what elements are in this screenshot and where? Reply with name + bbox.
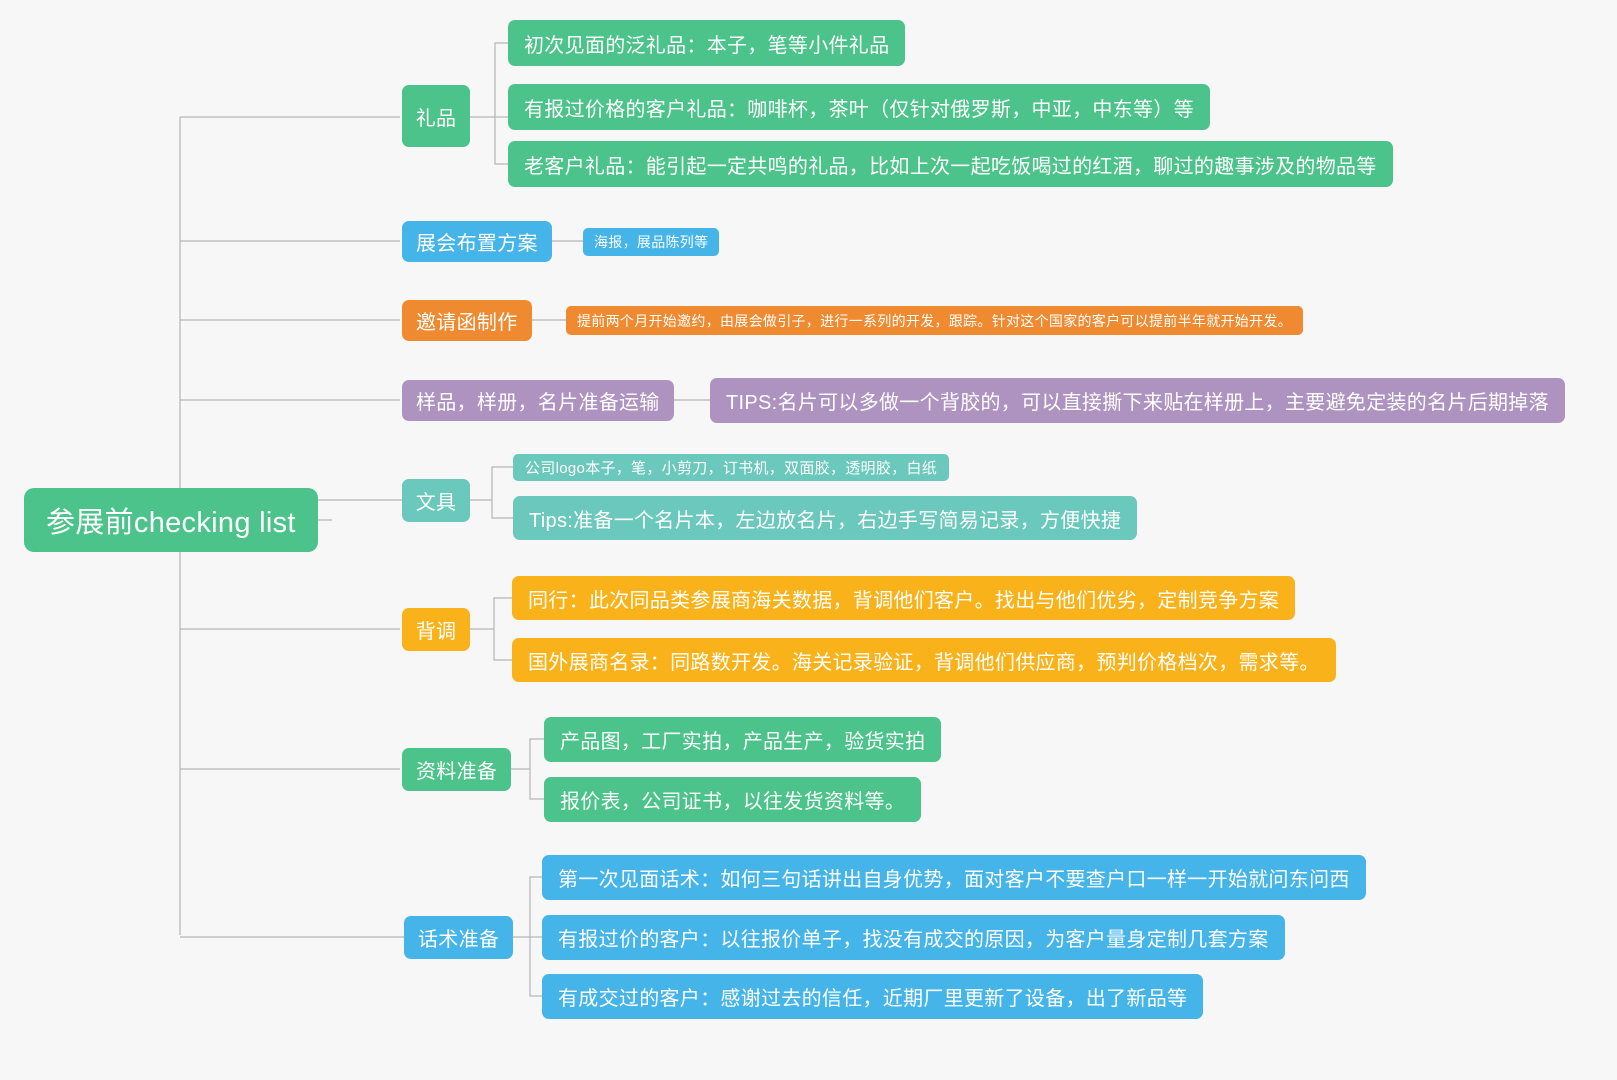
leaf-node-materials-1[interactable]: 产品图，工厂实拍，产品生产，验货实拍: [544, 717, 942, 762]
leaf-node-scripts-3[interactable]: 有成交过的客户：感谢过去的信任，近期厂里更新了设备，出了新品等: [542, 974, 1204, 1019]
root-node[interactable]: 参展前checking list: [24, 488, 318, 552]
leaf-node-invitation-1[interactable]: 提前两个月开始邀约，由展会做引子，进行一系列的开发，跟踪。针对这个国家的客户可以…: [566, 306, 1303, 335]
branch-node-scripts[interactable]: 话术准备: [404, 916, 514, 959]
branch-node-materials[interactable]: 资料准备: [402, 748, 512, 791]
branch-node-samples[interactable]: 样品，样册，名片准备运输: [402, 380, 674, 421]
branch-node-invitation[interactable]: 邀请函制作: [402, 300, 532, 341]
branch-node-background-check[interactable]: 背调: [402, 608, 470, 651]
leaf-node-booth-1[interactable]: 海报，展品陈列等: [583, 228, 720, 256]
leaf-node-gifts-1[interactable]: 初次见面的泛礼品：本子，笔等小件礼品: [508, 20, 906, 66]
branch-node-gifts[interactable]: 礼品: [402, 85, 470, 147]
leaf-node-stationery-1[interactable]: 公司logo本子，笔，小剪刀，订书机，双面胶，透明胶，白纸: [513, 454, 950, 481]
leaf-node-background-check-2[interactable]: 国外展商名录：同路数开发。海关记录验证，背调他们供应商，预判价格档次，需求等。: [512, 638, 1336, 682]
leaf-node-scripts-2[interactable]: 有报过价的客户：以往报价单子，找没有成交的原因，为客户量身定制几套方案: [542, 915, 1285, 960]
leaf-node-materials-2[interactable]: 报价表，公司证书，以往发货资料等。: [544, 777, 922, 822]
leaf-node-samples-1[interactable]: TIPS:名片可以多做一个背胶的，可以直接撕下来贴在样册上，主要避免定装的名片后…: [710, 378, 1565, 423]
leaf-node-stationery-2[interactable]: Tips:准备一个名片本，左边放名片，右边手写简易记录，方便快捷: [513, 496, 1138, 540]
branch-node-booth[interactable]: 展会布置方案: [402, 221, 552, 262]
leaf-node-gifts-3[interactable]: 老客户礼品：能引起一定共鸣的礼品，比如上次一起吃饭喝过的红酒，聊过的趣事涉及的物…: [508, 141, 1393, 187]
branch-node-stationery[interactable]: 文具: [402, 479, 470, 522]
leaf-node-scripts-1[interactable]: 第一次见面话术：如何三句话讲出自身优势，面对客户不要查户口一样一开始就问东问西: [542, 855, 1366, 900]
leaf-node-gifts-2[interactable]: 有报过价格的客户礼品：咖啡杯，茶叶（仅针对俄罗斯，中亚，中东等）等: [508, 84, 1210, 130]
leaf-node-background-check-1[interactable]: 同行：此次同品类参展商海关数据，背调他们客户。找出与他们优劣，定制竞争方案: [512, 576, 1296, 620]
